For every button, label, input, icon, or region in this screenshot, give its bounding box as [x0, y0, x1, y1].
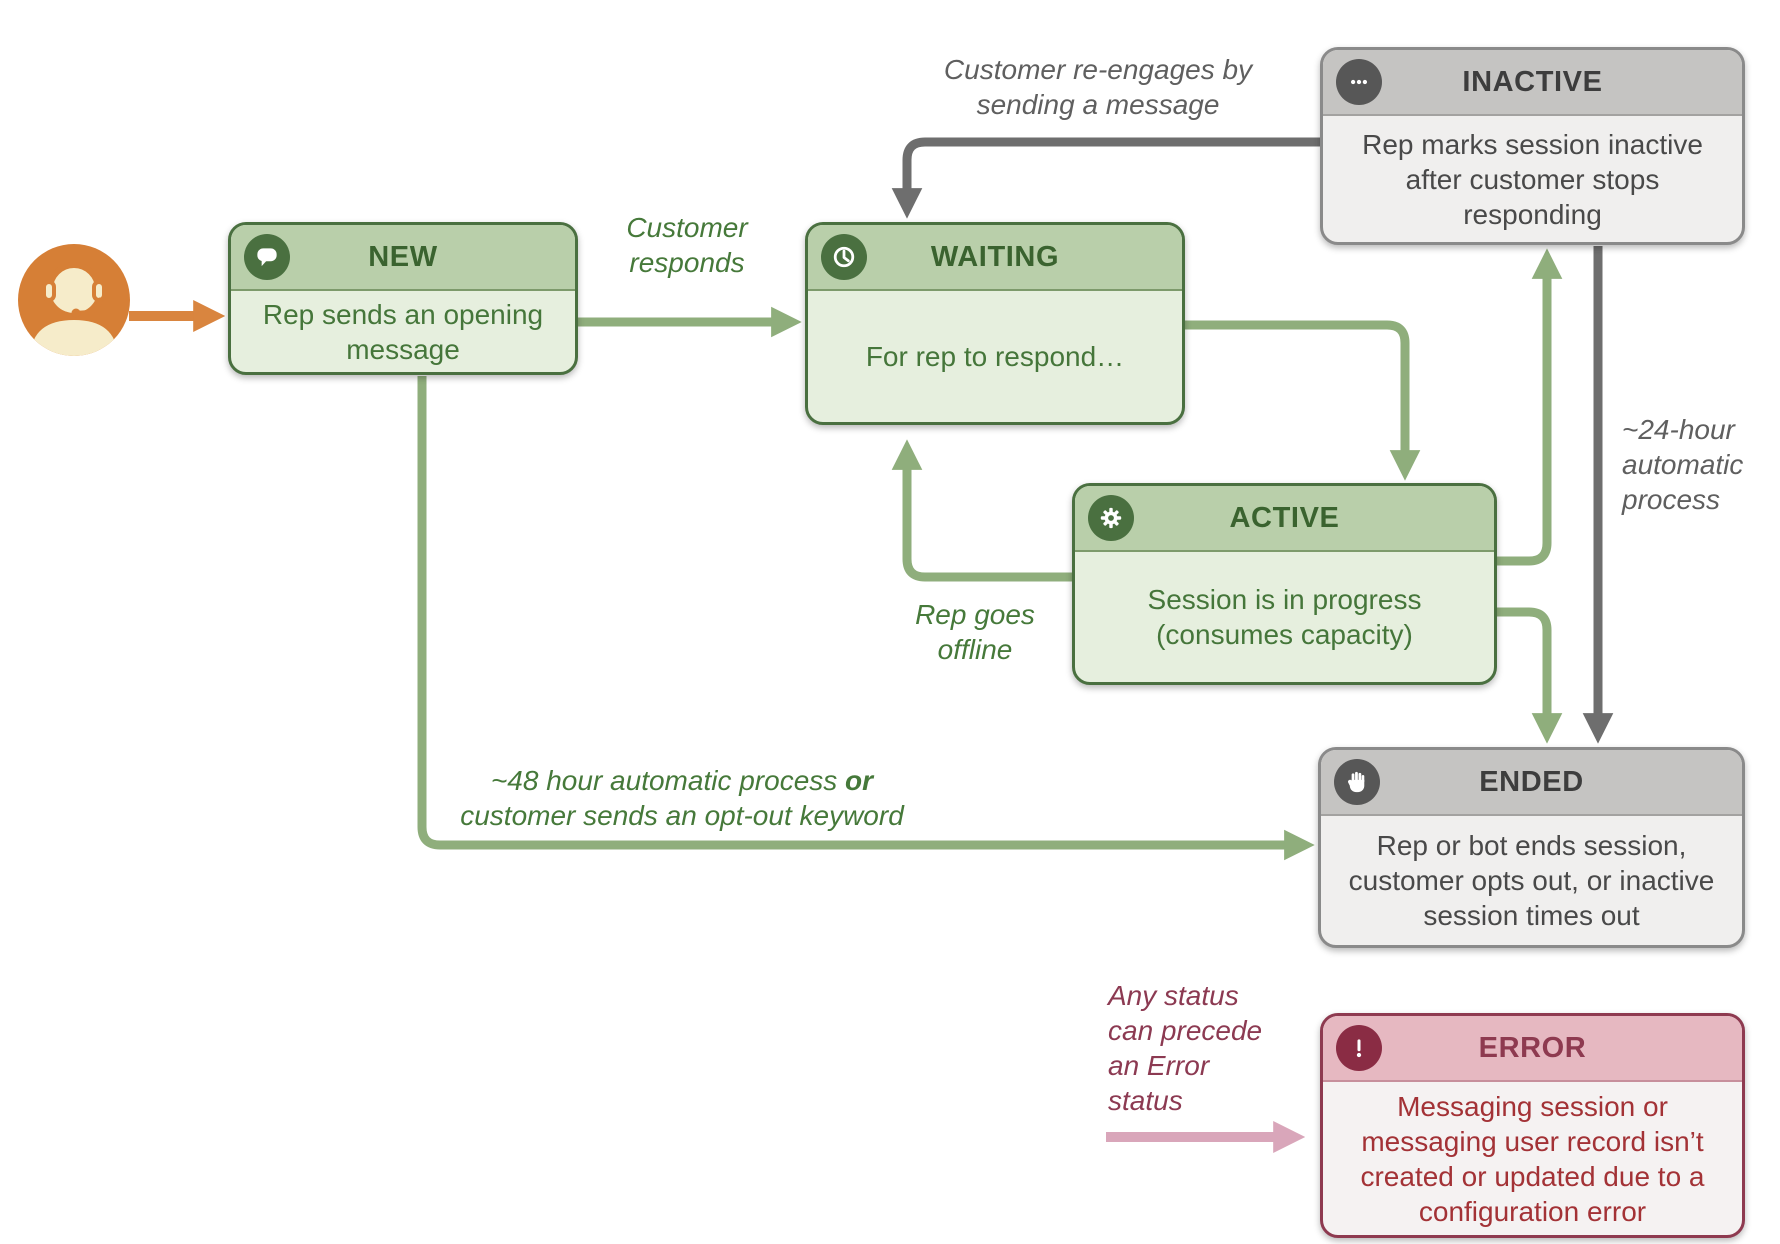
state-header-waiting: WAITING [808, 225, 1182, 291]
state-box-error: ERROR Messaging session or messaging use… [1320, 1013, 1745, 1238]
state-header-new: NEW [231, 225, 575, 291]
state-box-waiting: WAITING For rep to respond… [805, 222, 1185, 425]
arrow-active-to-inactive [1497, 248, 1563, 566]
label-customer-reengages: Customer re-engages by sending a message [943, 54, 1253, 120]
state-body-active: Session is in progress (consumes capacit… [1147, 584, 1422, 650]
state-body-ended: Rep or bot ends session, customer opts o… [1348, 830, 1715, 931]
arrow-active-to-waiting [891, 439, 1072, 582]
state-header-error: ERROR [1323, 1016, 1742, 1082]
state-title-waiting: WAITING [930, 240, 1060, 273]
label-any-status-precede-error: Any status can precede an Error status [1108, 980, 1263, 1116]
chat-bubble-icon [244, 234, 290, 280]
arrow-waiting-to-active [1185, 320, 1421, 481]
clock-icon [821, 234, 867, 280]
agent-headset-icon [18, 244, 130, 356]
exclamation-icon [1336, 1025, 1382, 1071]
state-body-new: Rep sends an opening message [262, 298, 544, 365]
hand-icon [1334, 759, 1380, 805]
state-title-new: NEW [368, 240, 438, 273]
ellipsis-icon [1336, 59, 1382, 105]
state-body-inactive: Rep marks session inactive after custome… [1362, 128, 1703, 230]
label-24-hour-process: ~24-hour automatic process [1622, 414, 1744, 515]
label-customer-responds: Customer responds [626, 212, 748, 278]
state-body-waiting: For rep to respond… [865, 341, 1125, 372]
state-box-inactive: INACTIVE Rep marks session inactive afte… [1320, 47, 1745, 245]
arrow-active-to-ended [1497, 607, 1563, 744]
state-title-inactive: INACTIVE [1462, 65, 1603, 98]
state-header-ended: ENDED [1321, 750, 1742, 816]
state-title-active: ACTIVE [1229, 501, 1340, 534]
state-title-error: ERROR [1478, 1031, 1587, 1064]
state-header-inactive: INACTIVE [1323, 50, 1742, 116]
state-body-error: Messaging session or messaging user reco… [1360, 1090, 1705, 1227]
state-box-active: ACTIVE Session is in progress (consumes … [1072, 483, 1497, 685]
label-rep-goes-offline: Rep goes offline [915, 599, 1035, 665]
state-title-ended: ENDED [1479, 765, 1584, 798]
arrow-new-to-ended [417, 376, 1315, 861]
state-header-active: ACTIVE [1075, 486, 1494, 552]
label-48-hour-process: ~48 hour automatic process or customer s… [460, 765, 904, 831]
state-box-new: NEW Rep sends an opening message [228, 222, 578, 375]
arrow-inactive-to-waiting [891, 137, 1320, 219]
gear-icon [1088, 495, 1134, 541]
state-box-ended: ENDED Rep or bot ends session, customer … [1318, 747, 1745, 948]
